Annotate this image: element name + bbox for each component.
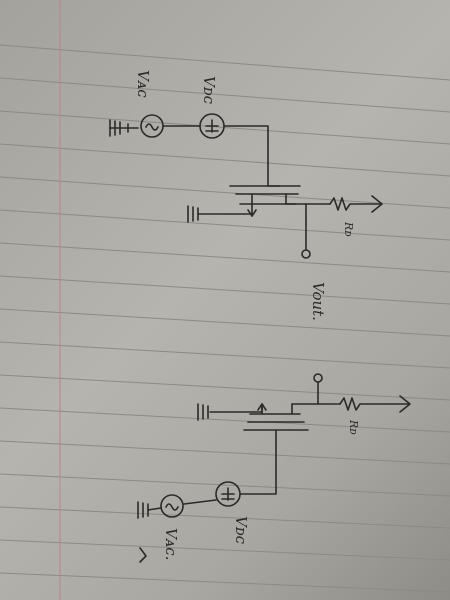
bottom-ac-source-label: Vᴀᴄ. bbox=[162, 528, 180, 560]
supply-arrow-icon bbox=[371, 195, 383, 213]
ac-source-icon bbox=[140, 114, 164, 138]
ruled-lines bbox=[0, 44, 450, 593]
top-output-label: Vout. bbox=[309, 282, 327, 321]
dc-source-icon bbox=[215, 481, 241, 507]
resistor-icon bbox=[329, 197, 381, 211]
resistor-icon bbox=[339, 397, 409, 411]
supply-arrow-icon bbox=[399, 395, 411, 413]
ground-symbol bbox=[137, 501, 149, 519]
bottom-circuit bbox=[137, 373, 411, 563]
ac-source-icon bbox=[160, 494, 184, 518]
ground-symbol bbox=[197, 403, 209, 421]
pen-mark bbox=[139, 547, 147, 563]
bottom-resistor-label: Rᴅ bbox=[347, 419, 360, 435]
ground-symbol bbox=[187, 205, 199, 223]
output-node-icon bbox=[301, 249, 311, 259]
bottom-dc-source-label: Vᴅᴄ bbox=[232, 516, 250, 545]
nmos-transistor-icon bbox=[197, 185, 301, 217]
nmos-transistor-icon bbox=[243, 403, 309, 431]
ground-symbol bbox=[109, 119, 139, 137]
top-resistor-label: Rᴅ bbox=[342, 221, 355, 237]
output-node-icon bbox=[313, 373, 323, 383]
top-ac-source-label: Vᴀᴄ bbox=[134, 70, 152, 98]
top-circuit bbox=[109, 113, 383, 259]
top-dc-source-label: Vᴅᴄ bbox=[200, 76, 218, 105]
